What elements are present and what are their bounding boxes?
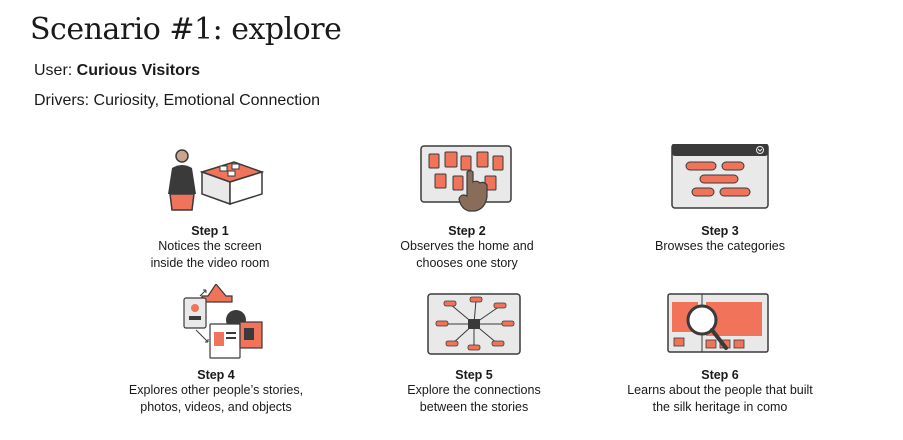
user-prefix: User: [34,62,77,79]
page-title: Scenario #1: explore [30,12,342,47]
step-description-line: Learns about the people that built [627,383,813,397]
step-description-line: between the stories [419,400,529,414]
connections-network-icon [427,293,521,355]
step-label: Step 4 [197,368,235,382]
step-description-line: inside the video room [150,256,270,270]
user-name: Curious Visitors [76,62,200,79]
step-description-line: Browses the categories [655,239,785,253]
step-2: Step 2 Observes the home and chooses one… [337,144,597,272]
step-1: Step 1 Notices the screen inside the vid… [80,144,340,272]
drivers-line: Drivers: Curiosity, Emotional Connection [34,92,321,109]
step-label: Step 2 [448,224,486,238]
stories-photos-objects-icon [183,284,263,359]
visitor-at-table-icon [168,149,265,211]
step-6: Step 6 Learns about the people that buil… [590,290,850,416]
user-line: User: Curious Visitors [34,62,200,80]
step-description-line: Notices the screen [158,239,262,253]
step-label: Step 3 [701,224,739,238]
step-5: Step 5 Explore the connections between t… [344,290,604,416]
step-3: Step 3 Browses the categories [590,144,850,255]
step-description-line: photos, videos, and objects [140,400,292,414]
magnifier-over-book-icon [667,293,769,353]
step-label: Step 6 [701,368,739,382]
step-description-line: Observes the home and [400,239,534,253]
step-label: Step 1 [191,224,229,238]
category-menu-icon [671,144,769,209]
hand-picking-stories-icon [420,145,512,212]
step-description-line: Explore the connections [407,383,541,397]
step-label: Step 5 [455,368,493,382]
step-description-line: the silk heritage in como [652,400,788,414]
step-description-line: Explores other people’s stories, [128,383,304,397]
step-4: Step 4 Explores other people’s stories, … [86,284,346,416]
step-description-line: chooses one story [416,256,518,270]
